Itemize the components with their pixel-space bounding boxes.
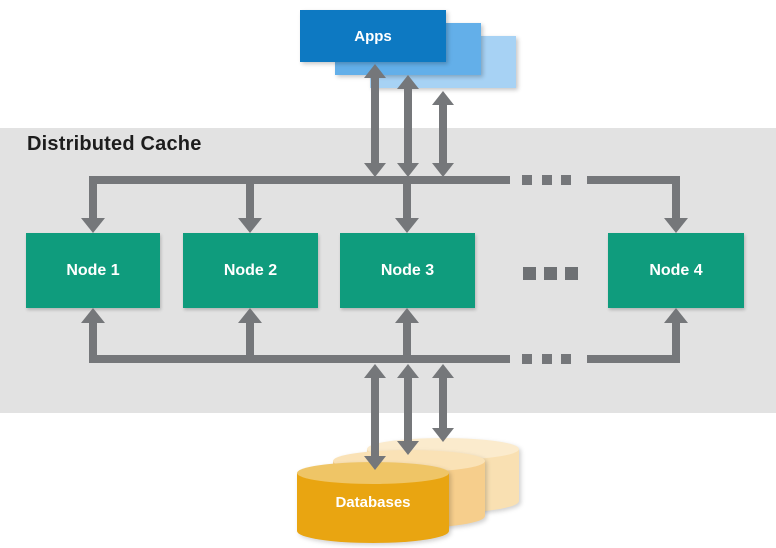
node-1-in-stem [89,183,97,218]
node-2-label: Node 2 [223,261,278,279]
top-bus-ellipsis-dot [561,175,571,185]
more-nodes-ellipsis-icon [544,267,557,280]
apps-arrow-3-stem [439,103,447,164]
db-arrow-1-up-icon [364,364,386,378]
apps-arrow-2-stem [404,87,412,164]
databases-label: Databases [335,494,411,511]
cache-node-1: Node 1 [26,233,160,308]
bottom-bus-line-right [587,355,680,363]
db-arrow-3-stem [439,377,447,429]
apps-arrow-3-down-icon [432,163,454,177]
apps-arrow-2-up-icon [397,75,419,89]
node-1-label: Node 1 [66,261,120,279]
database-cylinder-front-body [297,473,449,543]
db-arrow-3-down-icon [432,428,454,442]
node-4-out-stem [672,322,680,363]
cache-node-4: Node 4 [608,233,744,308]
cache-node-2: Node 2 [183,233,318,308]
database-cylinder-front: Databases [297,462,449,543]
more-nodes-ellipsis-icon [523,267,536,280]
apps-arrow-1-up-icon [364,64,386,78]
node-4-out-arrow-icon [664,308,688,323]
db-arrow-1-down-icon [364,456,386,470]
cache-node-3: Node 3 [340,233,475,308]
db-arrow-2-up-icon [397,364,419,378]
db-arrow-2-stem [404,377,412,442]
top-bus-line-left [89,176,510,184]
apps-arrow-2-down-icon [397,163,419,177]
bottom-bus-ellipsis-dot [561,354,571,364]
node-1-out-arrow-icon [81,308,105,323]
node-4-label: Node 4 [649,261,703,279]
node-1-out-stem [89,322,97,363]
node-2-in-stem [246,183,254,218]
apps-label: Apps [354,27,392,45]
db-arrow-2-down-icon [397,441,419,455]
node-2-in-arrow-icon [238,218,262,233]
bottom-bus-line-left [89,355,510,363]
node-3-in-arrow-icon [395,218,419,233]
top-bus-line-right [587,176,680,184]
cache-title: Distributed Cache [27,133,202,155]
node-3-out-stem [403,322,411,363]
node-3-out-arrow-icon [395,308,419,323]
db-arrow-3-up-icon [432,364,454,378]
apps-arrow-3-up-icon [432,91,454,105]
top-bus-ellipsis-dot [542,175,552,185]
node-2-out-stem [246,322,254,363]
node-2-out-arrow-icon [238,308,262,323]
node-4-in-stem [672,176,680,218]
node-3-in-stem [403,183,411,218]
bottom-bus-ellipsis-dot [542,354,552,364]
node-3-label: Node 3 [380,261,435,279]
node-4-in-arrow-icon [664,218,688,233]
db-arrow-1-stem [371,377,379,457]
node-1-in-arrow-icon [81,218,105,233]
apps-arrow-1-down-icon [364,163,386,177]
top-bus-ellipsis-dot [522,175,532,185]
apps-arrow-1-stem [371,76,379,164]
apps-card-front: Apps [300,10,446,62]
more-nodes-ellipsis-icon [565,267,578,280]
bottom-bus-ellipsis-dot [522,354,532,364]
database-cylinder-front-top [297,462,449,484]
